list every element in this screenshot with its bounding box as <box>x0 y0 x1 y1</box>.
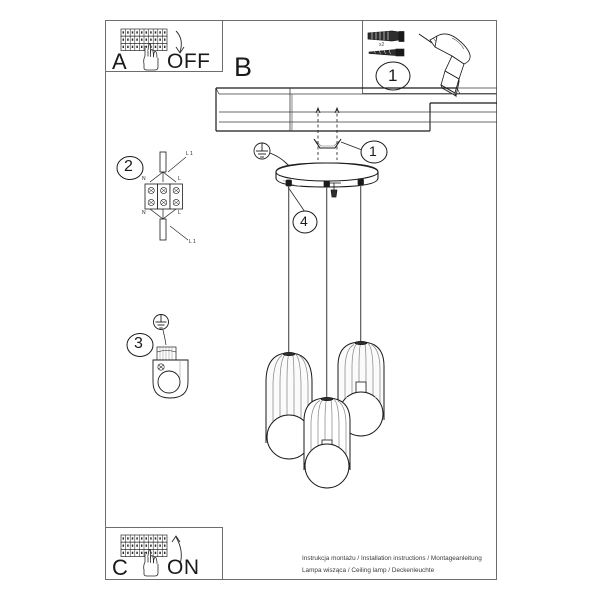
callout-cable-number: 4 <box>300 213 308 229</box>
panel-a-state-label: OFF <box>167 50 211 73</box>
panel-c-state-label: ON <box>167 556 200 579</box>
hand-pointing-icon <box>143 43 159 71</box>
wire-label-l-top: L <box>178 176 181 182</box>
power-drill-icon <box>418 33 471 98</box>
panel-c-breaker-illustration <box>120 534 182 577</box>
wall-anchor-icon <box>367 30 405 42</box>
hand-pointing-icon <box>143 549 159 577</box>
wire-label-l-bottom: L <box>178 210 181 216</box>
sheet-frame <box>105 20 497 580</box>
caption-line-2: Lampa wisząca / Ceiling lamp / Deckenleu… <box>302 567 435 574</box>
step-2-terminal-block <box>116 151 189 241</box>
panel-a-box <box>105 20 223 72</box>
wire-label-n-top: N <box>142 176 146 182</box>
step-number-1-badge <box>375 61 411 91</box>
screw-icon <box>368 48 405 57</box>
panel-c-letter: C <box>112 555 128 580</box>
panel-a-letter: A <box>112 49 127 74</box>
panel-parts-box <box>362 20 497 94</box>
panel-b-letter: B <box>234 52 253 82</box>
parts-illustration <box>367 30 471 98</box>
suspension-cables <box>288 185 362 398</box>
step-3-bracket <box>126 314 189 399</box>
callout-4 <box>287 186 318 234</box>
ceiling-mount-screws <box>313 106 388 164</box>
curved-arrow-up-icon <box>171 535 182 565</box>
wire-label-l1-top: L 1 <box>186 151 193 157</box>
parts-step-number: 1 <box>388 66 398 85</box>
callout-ceiling-screw-number: 1 <box>369 143 377 159</box>
step-2-number: 2 <box>124 158 133 175</box>
earth-ground-icon <box>253 142 294 169</box>
cable-gripper-detail <box>327 182 341 198</box>
step-3-number: 3 <box>134 335 143 352</box>
ceiling-structure <box>215 87 497 132</box>
caption-line-1: Instrukcja montażu / Installation instru… <box>302 555 482 562</box>
wire-label-l1-bottom: L 1 <box>189 239 196 245</box>
pendant-shade-left <box>265 351 313 460</box>
wire-label-n-bottom: N <box>142 210 146 216</box>
parts-quantity-label: x2 <box>379 42 385 48</box>
panel-a-breaker-illustration <box>120 28 185 71</box>
curved-arrow-down-icon <box>175 30 185 54</box>
pendant-shade-center <box>303 396 351 489</box>
canopy-plate <box>275 162 379 188</box>
